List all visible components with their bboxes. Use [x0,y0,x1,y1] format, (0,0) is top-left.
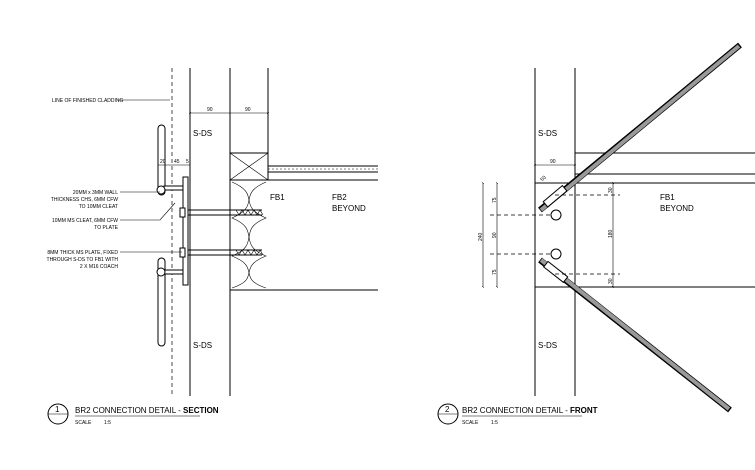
svg-text:1: 1 [55,405,60,414]
svg-text:30: 30 [608,278,614,284]
title-block-section: 1 BR2 CONNECTION DETAIL - SECTION SCALE … [47,403,219,426]
dim-top-b: 90 [245,107,251,113]
coach-bolt [179,207,264,218]
coach-bolt [179,247,264,258]
svg-text:90: 90 [492,232,498,238]
svg-text:75: 75 [492,197,498,203]
svg-text:240: 240 [478,232,484,241]
svg-text:SCALE: SCALE [462,420,479,426]
ms-plate [182,176,189,286]
chs-upper [157,124,166,196]
label-cladding: LINE OF FINISHED CLADDING [52,98,124,104]
dim-small-c: 5 [186,159,189,165]
dim-top-a: 90 [207,107,213,113]
dim-small-a: 20 [160,159,166,165]
svg-text:BR2 CONNECTION DETAIL - SECTIO: BR2 CONNECTION DETAIL - SECTION [75,406,219,415]
label-sds-bottom: S-DS [193,341,212,350]
svg-text:S-DS: S-DS [538,129,557,138]
svg-text:1:5: 1:5 [491,420,498,426]
svg-text:180: 180 [608,229,614,238]
svg-text:SCALE: SCALE [75,420,92,426]
bolt-hole [550,248,562,260]
label-fb1: FB1 [270,193,285,202]
svg-text:90: 90 [550,159,556,165]
svg-text:S-DS: S-DS [538,341,557,350]
svg-text:50: 50 [539,175,547,183]
section-detail: 90 90 20 45 5 LINE OF FINISHED CLADDING … [47,68,378,426]
label-sds-top: S-DS [193,129,212,138]
dim-small-b: 45 [174,159,180,165]
svg-text:75: 75 [492,269,498,275]
svg-text:2: 2 [445,405,450,414]
title-block-front: 2 BR2 CONNECTION DETAIL - FRONT SCALE 1:… [437,403,598,426]
chs-lower [157,257,166,347]
front-detail: 90 50 240 75 90 75 30 180 30 S-DS S-DS F… [437,42,755,426]
bolt-hole [550,209,562,221]
svg-text:1:5: 1:5 [104,420,111,426]
svg-text:BR2 CONNECTION DETAIL - FRONT: BR2 CONNECTION DETAIL - FRONT [462,406,598,415]
svg-text:30: 30 [608,187,614,193]
cleat [163,185,184,191]
